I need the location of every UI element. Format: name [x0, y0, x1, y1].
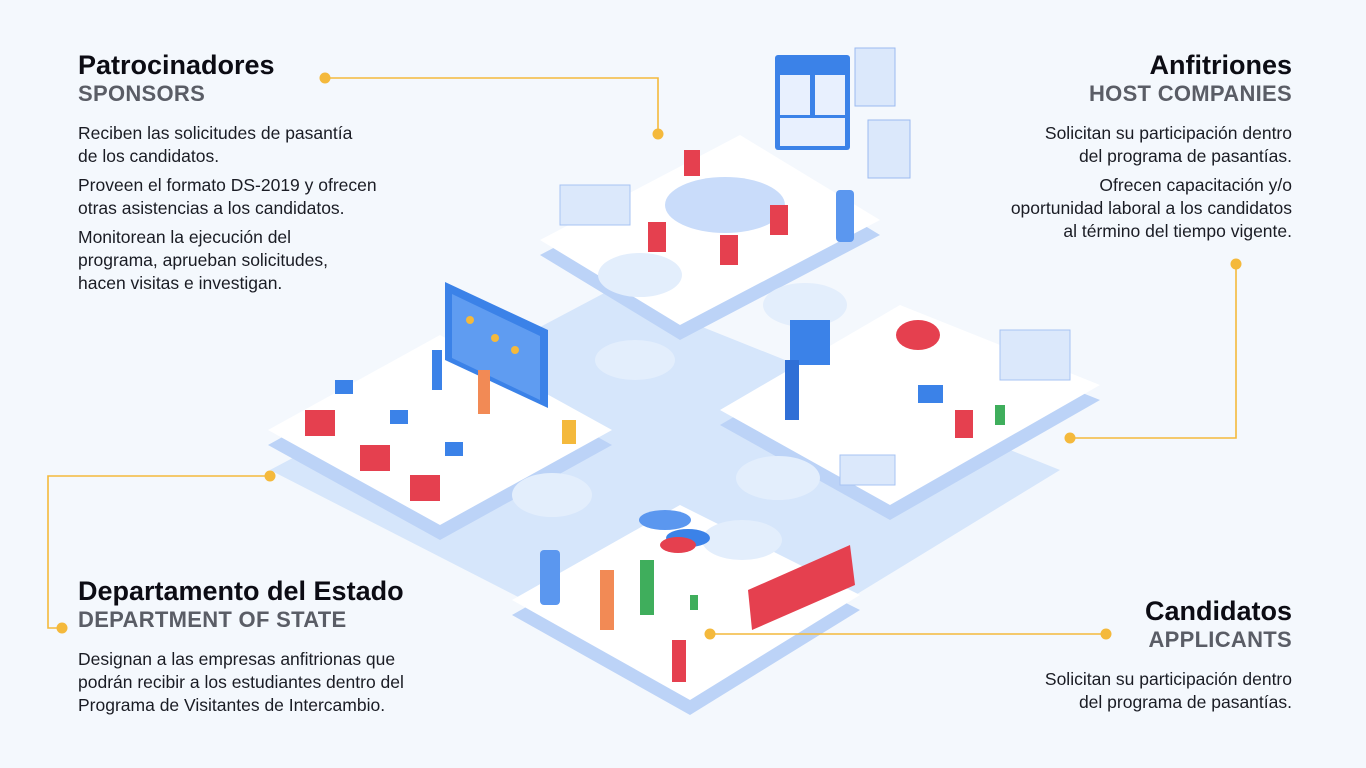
sponsors-text-3b: programa, aprueban solicitudes,	[78, 250, 329, 270]
connector-hosts	[1064, 258, 1242, 444]
sponsors-text-1a: Reciben las solicitudes de pasantía	[78, 123, 353, 143]
sponsors-title: Patrocinadores	[78, 50, 275, 80]
state-text-1c: Programa de Visitantes de Intercambio.	[78, 695, 386, 715]
hosts-subtitle: HOST COMPANIES	[1088, 81, 1292, 106]
applicants-text-1b: del programa de pasantías.	[1078, 692, 1292, 712]
sponsors-subtitle: SPONSORS	[78, 81, 206, 106]
state-text-1b: podrán recibir a los estudiantes dentro …	[78, 672, 404, 692]
connector-applicants	[704, 628, 1112, 640]
applicants-section: Candidatos APPLICANTS Solicitan su parti…	[932, 596, 1292, 714]
sponsors-text-3c: hacen visitas e investigan.	[78, 273, 283, 293]
sponsors-text-2b: otras asistencias a los candidatos.	[78, 198, 345, 218]
state-text-1a: Designan a las empresas anfitrionas que	[78, 649, 396, 669]
applicants-text-1a: Solicitan su participación dentro	[1044, 669, 1292, 689]
sponsors-text-2a: Proveen el formato DS-2019 y ofrecen	[78, 175, 377, 195]
platform-bottom	[512, 505, 860, 715]
hosts-text-2a: Ofrecen capacitación y/o	[1099, 175, 1292, 195]
state-section: Departamento del Estado DEPARTMENT OF ST…	[78, 576, 518, 717]
hosts-text-2c: al término del tiempo vigente.	[1063, 221, 1292, 241]
state-title: Departamento del Estado	[78, 576, 404, 606]
connector-state	[47, 470, 276, 634]
hosts-title: Anfitriones	[1149, 50, 1292, 80]
hosts-text-1a: Solicitan su participación dentro	[1044, 123, 1292, 143]
lounge-scene	[540, 510, 855, 682]
world-map-scene	[305, 282, 576, 501]
hosts-text-1b: del programa de pasantías.	[1078, 146, 1292, 166]
applicants-title: Candidatos	[1144, 596, 1292, 626]
sponsors-section: Patrocinadores SPONSORS Reciben las soli…	[78, 50, 478, 295]
sponsors-text-1b: de los candidatos.	[78, 146, 220, 166]
applicants-subtitle: APPLICANTS	[1148, 627, 1292, 652]
sponsors-text-3a: Monitorean la ejecución del	[78, 227, 292, 247]
meeting-scene	[559, 47, 911, 265]
office-scene	[785, 320, 1071, 486]
connector-sponsors	[319, 72, 664, 140]
hosts-text-2b: oportunidad laboral a los candidatos	[1010, 198, 1292, 218]
state-subtitle: DEPARTMENT OF STATE	[78, 607, 347, 632]
hosts-section: Anfitriones HOST COMPANIES Solicitan su …	[872, 50, 1292, 243]
